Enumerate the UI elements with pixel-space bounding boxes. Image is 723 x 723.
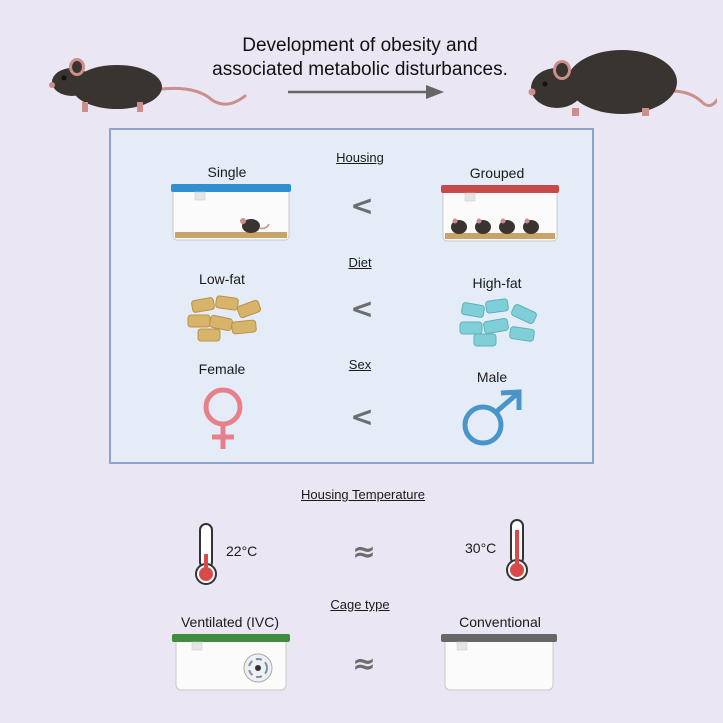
housing-comparator: < xyxy=(350,189,374,222)
diet-heading: Diet xyxy=(348,255,372,270)
low-fat-label: Low-fat xyxy=(199,271,245,287)
female-symbol-icon xyxy=(196,385,250,451)
male-symbol-icon xyxy=(459,389,525,449)
ventilated-label: Ventilated (IVC) xyxy=(180,614,280,630)
diagram-title: Development of obesity and associated me… xyxy=(150,34,570,82)
single-cage-icon xyxy=(171,182,291,242)
grouped-label: Grouped xyxy=(469,165,525,181)
conventional-label: Conventional xyxy=(459,614,541,630)
lean-mouse-icon xyxy=(42,52,247,117)
housing-heading: Housing xyxy=(336,150,384,165)
grouped-cage-icon xyxy=(441,183,559,243)
single-label: Single xyxy=(207,164,247,180)
temp-left-label: 22°C xyxy=(226,543,258,559)
high-fat-label: High-fat xyxy=(472,275,522,291)
thermometer-30-icon xyxy=(504,518,530,582)
title-line-2: associated metabolic disturbances. xyxy=(212,59,508,80)
temperature-comparator: ≈ xyxy=(352,535,376,568)
female-label: Female xyxy=(198,361,246,377)
right-arrow-icon xyxy=(288,84,444,100)
sex-heading: Sex xyxy=(348,357,372,372)
thermometer-22-icon xyxy=(193,522,219,586)
temp-right-label: 30°C xyxy=(465,540,497,556)
conventional-cage-icon xyxy=(441,632,557,692)
ventilation-fan-icon xyxy=(243,653,273,683)
sex-comparator: < xyxy=(350,400,374,433)
cage-comparator: ≈ xyxy=(352,647,376,680)
title-line-1: Development of obesity and xyxy=(242,35,478,56)
diet-comparator: < xyxy=(350,292,374,325)
high-fat-pellets-icon xyxy=(458,298,542,348)
low-fat-pellets-icon xyxy=(186,295,266,343)
male-label: Male xyxy=(476,369,508,385)
cage-type-heading: Cage type xyxy=(330,597,390,612)
obese-mouse-icon xyxy=(512,40,717,120)
ventilated-cage-icon xyxy=(172,632,290,692)
housing-temperature-heading: Housing Temperature xyxy=(300,487,426,502)
